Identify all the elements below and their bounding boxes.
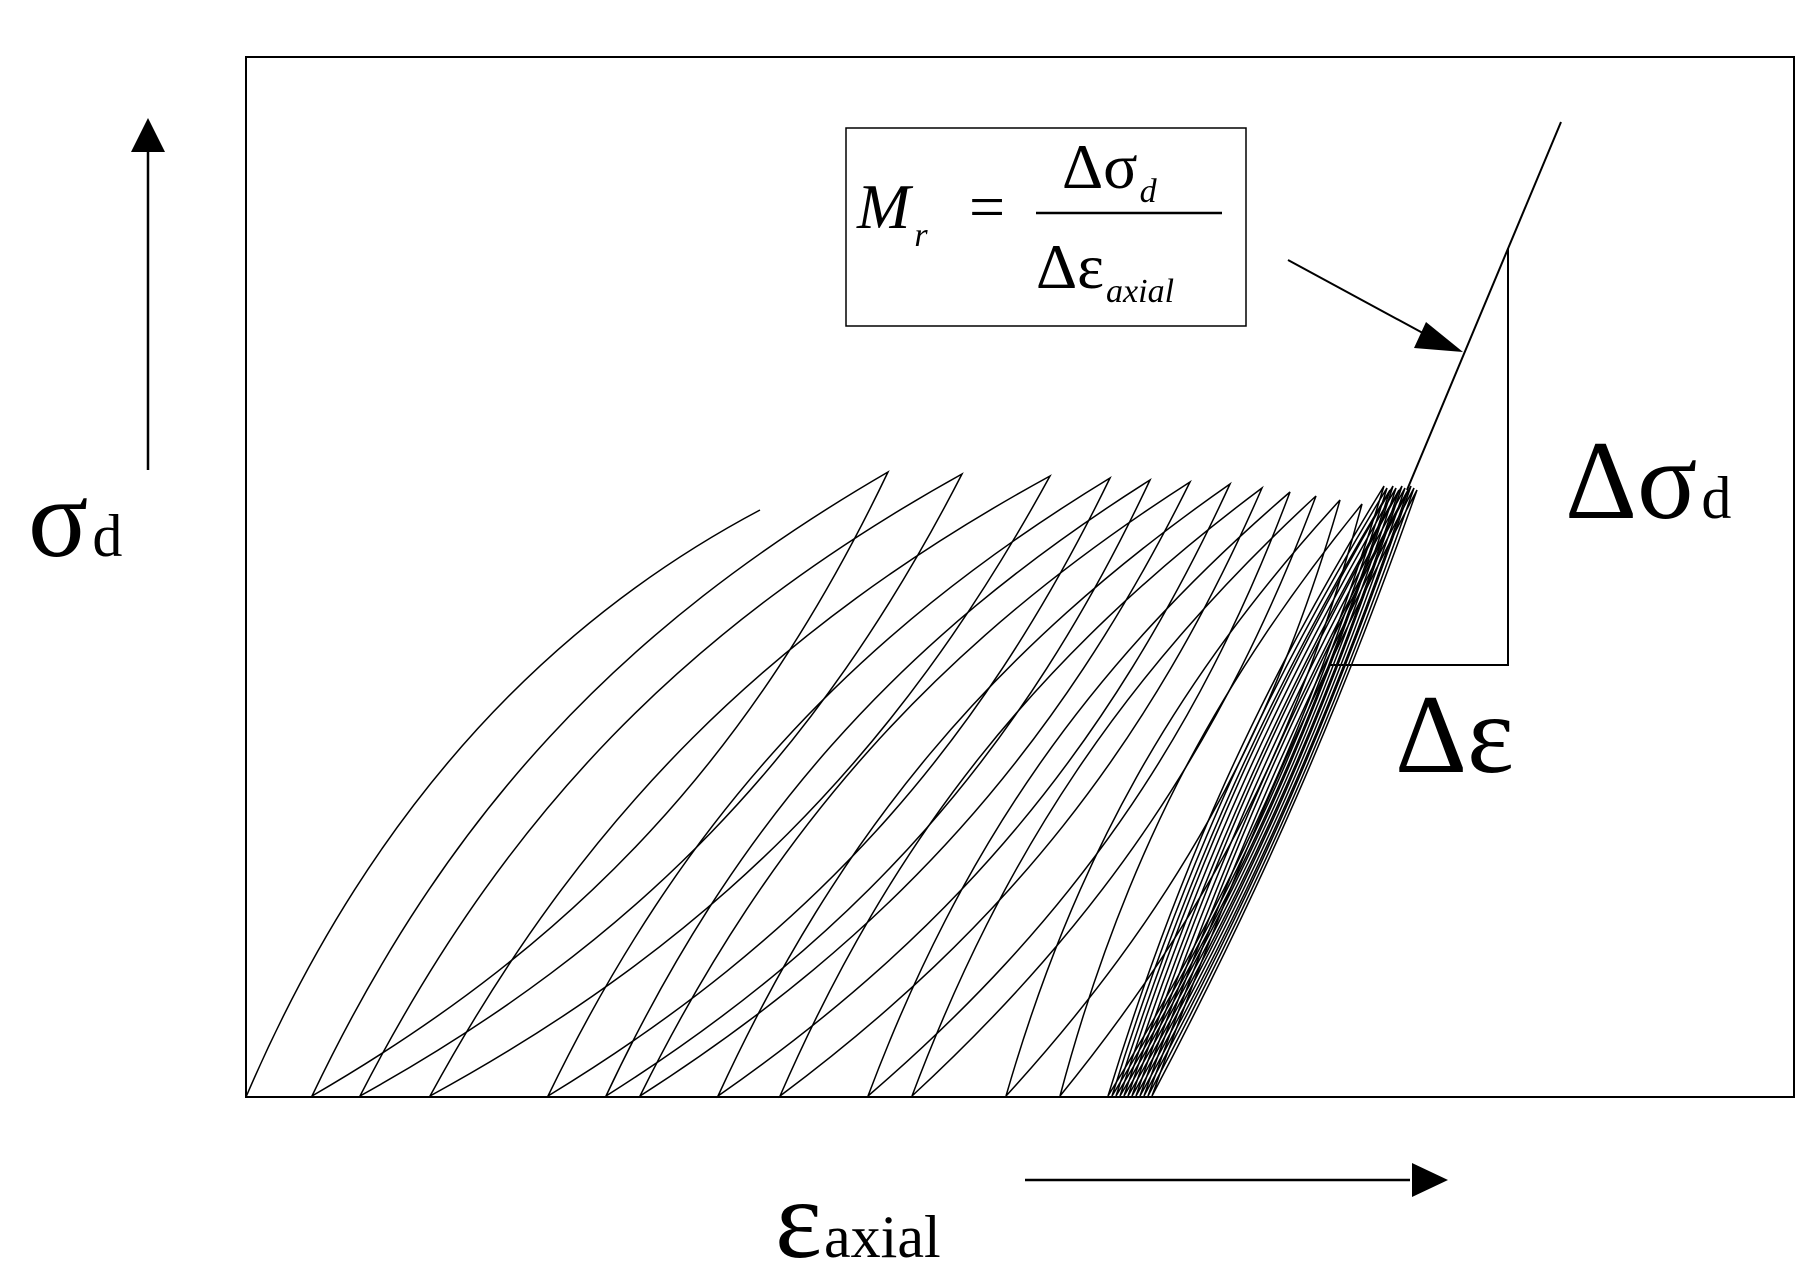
hysteresis-loop [911, 495, 1317, 1097]
hysteresis-loop [1107, 485, 1385, 1097]
initial-loading-curve [245, 509, 761, 1098]
hysteresis-loop [778, 485, 1264, 1099]
hysteresis-loop [428, 474, 1052, 1098]
hysteresis-loop [310, 470, 890, 1098]
x-axis-arrowhead [1412, 1163, 1448, 1197]
y-axis-label: σd [28, 457, 122, 581]
hysteresis-loop [638, 479, 1192, 1099]
formula-pointer-line [1287, 259, 1433, 339]
delta-epsilon-label: Δε [1395, 673, 1514, 797]
hysteresis-loop [1151, 489, 1418, 1097]
formula-equals: = [969, 171, 1005, 242]
x-axis-label: εaxial [775, 1158, 941, 1279]
hysteresis-loop [1111, 487, 1388, 1097]
hysteresis-loop [546, 476, 1112, 1098]
hysteresis-loop [1131, 485, 1403, 1097]
hysteresis-loop [867, 491, 1291, 1097]
hysteresis-loop [1143, 485, 1412, 1097]
hysteresis-loop [604, 477, 1152, 1099]
hysteresis-loop [1135, 487, 1406, 1097]
hysteresis-loop [1147, 487, 1415, 1097]
hysteresis-loop [1005, 499, 1341, 1097]
plot-frame [245, 56, 1795, 1098]
hysteresis-loops [310, 470, 1418, 1099]
formula-denominator: Δεaxial [1036, 231, 1174, 310]
hysteresis-loop [1123, 487, 1397, 1097]
hysteresis-loop [716, 481, 1232, 1099]
delta-sigma-label: Δσd [1565, 419, 1731, 543]
hysteresis-loop [358, 472, 964, 1098]
hysteresis-loop [1059, 503, 1363, 1097]
slope-triangle [1330, 248, 1509, 666]
formula-pointer-arrowhead [1414, 322, 1463, 352]
formula-numerator: Δσd [1062, 131, 1158, 210]
y-axis-arrowhead [131, 118, 165, 152]
modulus-slope-line [1406, 121, 1562, 491]
